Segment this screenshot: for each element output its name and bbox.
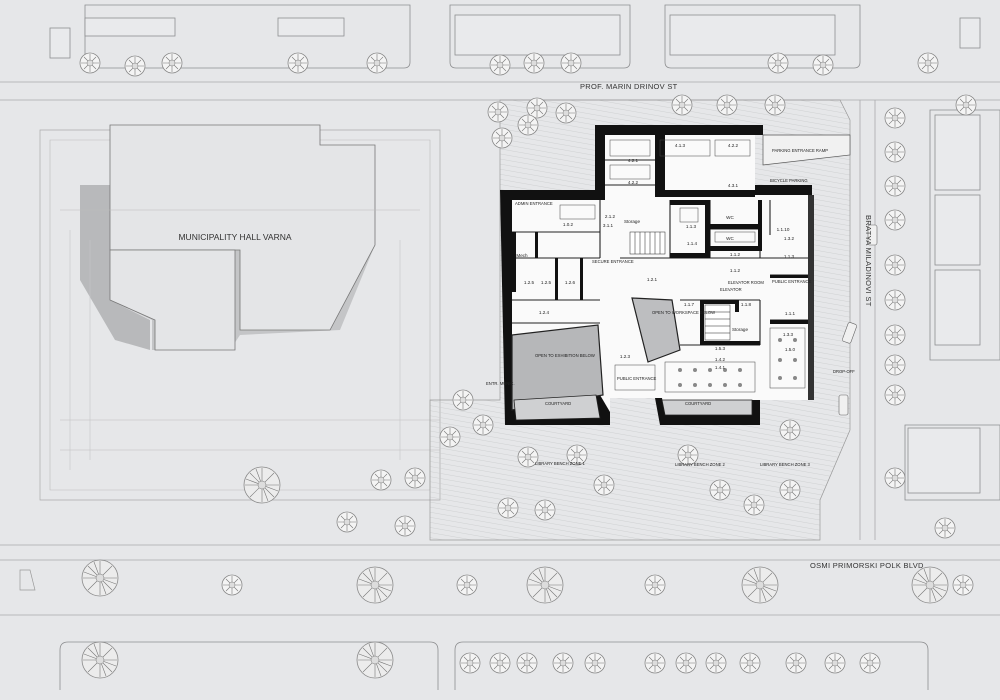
svg-text:1.1.4: 1.1.4 — [687, 241, 698, 246]
street-grid — [0, 81, 1000, 616]
street-north: PROF. MARIN DRINOV ST — [580, 82, 678, 91]
svg-text:Mech: Mech — [516, 253, 528, 258]
svg-text:1.2.5: 1.2.5 — [541, 280, 552, 285]
svg-text:Storage: Storage — [732, 327, 749, 332]
svg-text:3.1.1: 3.1.1 — [603, 223, 614, 228]
svg-text:1.3.2: 1.3.2 — [784, 236, 795, 241]
cars — [838, 224, 878, 416]
svg-text:4.2.2: 4.2.2 — [628, 180, 639, 185]
svg-text:1.1.10: 1.1.10 — [777, 227, 790, 232]
label-courtyard-east: COURTYARD — [685, 401, 711, 406]
svg-text:1.2.6: 1.2.6 — [565, 280, 576, 285]
svg-text:1.0.2: 1.0.2 — [563, 222, 574, 227]
svg-text:1.4.2: 1.4.2 — [715, 357, 726, 362]
svg-text:WC: WC — [726, 236, 734, 241]
svg-text:4.3.1: 4.3.1 — [728, 183, 739, 188]
label-admin-entrance: ADMIN ENTRANCE — [515, 201, 553, 206]
north-blocks — [49, 4, 981, 69]
label-public-entrance-east: PUBLIC ENTRANCE — [772, 279, 812, 284]
svg-text:1.1.8: 1.1.8 — [741, 302, 752, 307]
svg-text:4.2.1: 4.2.1 — [628, 158, 639, 163]
svg-text:1.4.1: 1.4.1 — [715, 365, 726, 370]
svg-text:1.5.3: 1.5.3 — [715, 346, 726, 351]
label-open-workspace: OPEN TO WORKSPACE BELOW — [652, 310, 715, 315]
label-drop-off: DROP-OFF — [833, 369, 855, 374]
svg-text:1.1.2: 1.1.2 — [730, 268, 741, 273]
label-bicycle-parking: BICYCLE PARKING — [770, 178, 808, 183]
label-bench-zone-1: LIBRARY BENCH ZONE 1 — [535, 461, 586, 466]
svg-text:2.1.2: 2.1.2 — [605, 214, 616, 219]
street-south: OSMI PRIMORSKI POLK BLVD — [810, 561, 924, 570]
label-bench-zone-3: LIBRARY BENCH ZONE 3 — [760, 462, 811, 467]
svg-text:1.1.3: 1.1.3 — [686, 224, 697, 229]
label-elevator: ELEVATOR — [720, 287, 742, 292]
label-open-exhibition: OPEN TO EXHIBITION BELOW — [535, 353, 595, 358]
label-secure-entrance: SECURE ENTRANCE — [592, 259, 634, 264]
label-bench-zone-2: LIBRARY BENCH ZONE 2 — [675, 462, 726, 467]
svg-text:1.1.3: 1.1.3 — [784, 254, 795, 259]
east-blocks — [904, 109, 1000, 501]
svg-text:4.1.3: 4.1.3 — [675, 143, 686, 148]
svg-text:WC: WC — [726, 215, 734, 220]
municipality-label: MUNICIPALITY HALL VARNA — [178, 232, 291, 242]
svg-text:1.2.4: 1.2.4 — [539, 310, 550, 315]
label-west-entry: ENTR. MUNIC. — [486, 381, 515, 386]
label-elevator-room: ELEVATOR ROOM — [728, 280, 764, 285]
svg-text:Storage: Storage — [624, 219, 641, 224]
room-labels: 4.1.3 4.2.1 4.2.2 4.2.2 4.3.1 2.1.2 1.0.… — [516, 143, 795, 370]
library-building — [500, 125, 814, 425]
municipality-hall — [39, 124, 441, 501]
label-parking-ramp: PARKING ENTRANCE RAMP — [772, 148, 828, 153]
svg-text:4.2.2: 4.2.2 — [728, 143, 739, 148]
svg-text:1.2.5: 1.2.5 — [524, 280, 535, 285]
svg-text:1.1.7: 1.1.7 — [684, 302, 695, 307]
svg-text:1.2.1: 1.2.1 — [647, 277, 658, 282]
svg-text:1.1.1: 1.1.1 — [785, 311, 796, 316]
svg-text:1.2.3: 1.2.3 — [620, 354, 631, 359]
label-courtyard-west: COURTYARD — [545, 401, 571, 406]
svg-text:1.3.3: 1.3.3 — [783, 332, 794, 337]
label-public-entrance-south: PUBLIC ENTRANCE — [617, 376, 657, 381]
street-east: BRATYA MILADINOVI ST — [864, 215, 873, 307]
svg-text:1.1.2: 1.1.2 — [730, 252, 741, 257]
svg-text:1.5.0: 1.5.0 — [785, 347, 796, 352]
